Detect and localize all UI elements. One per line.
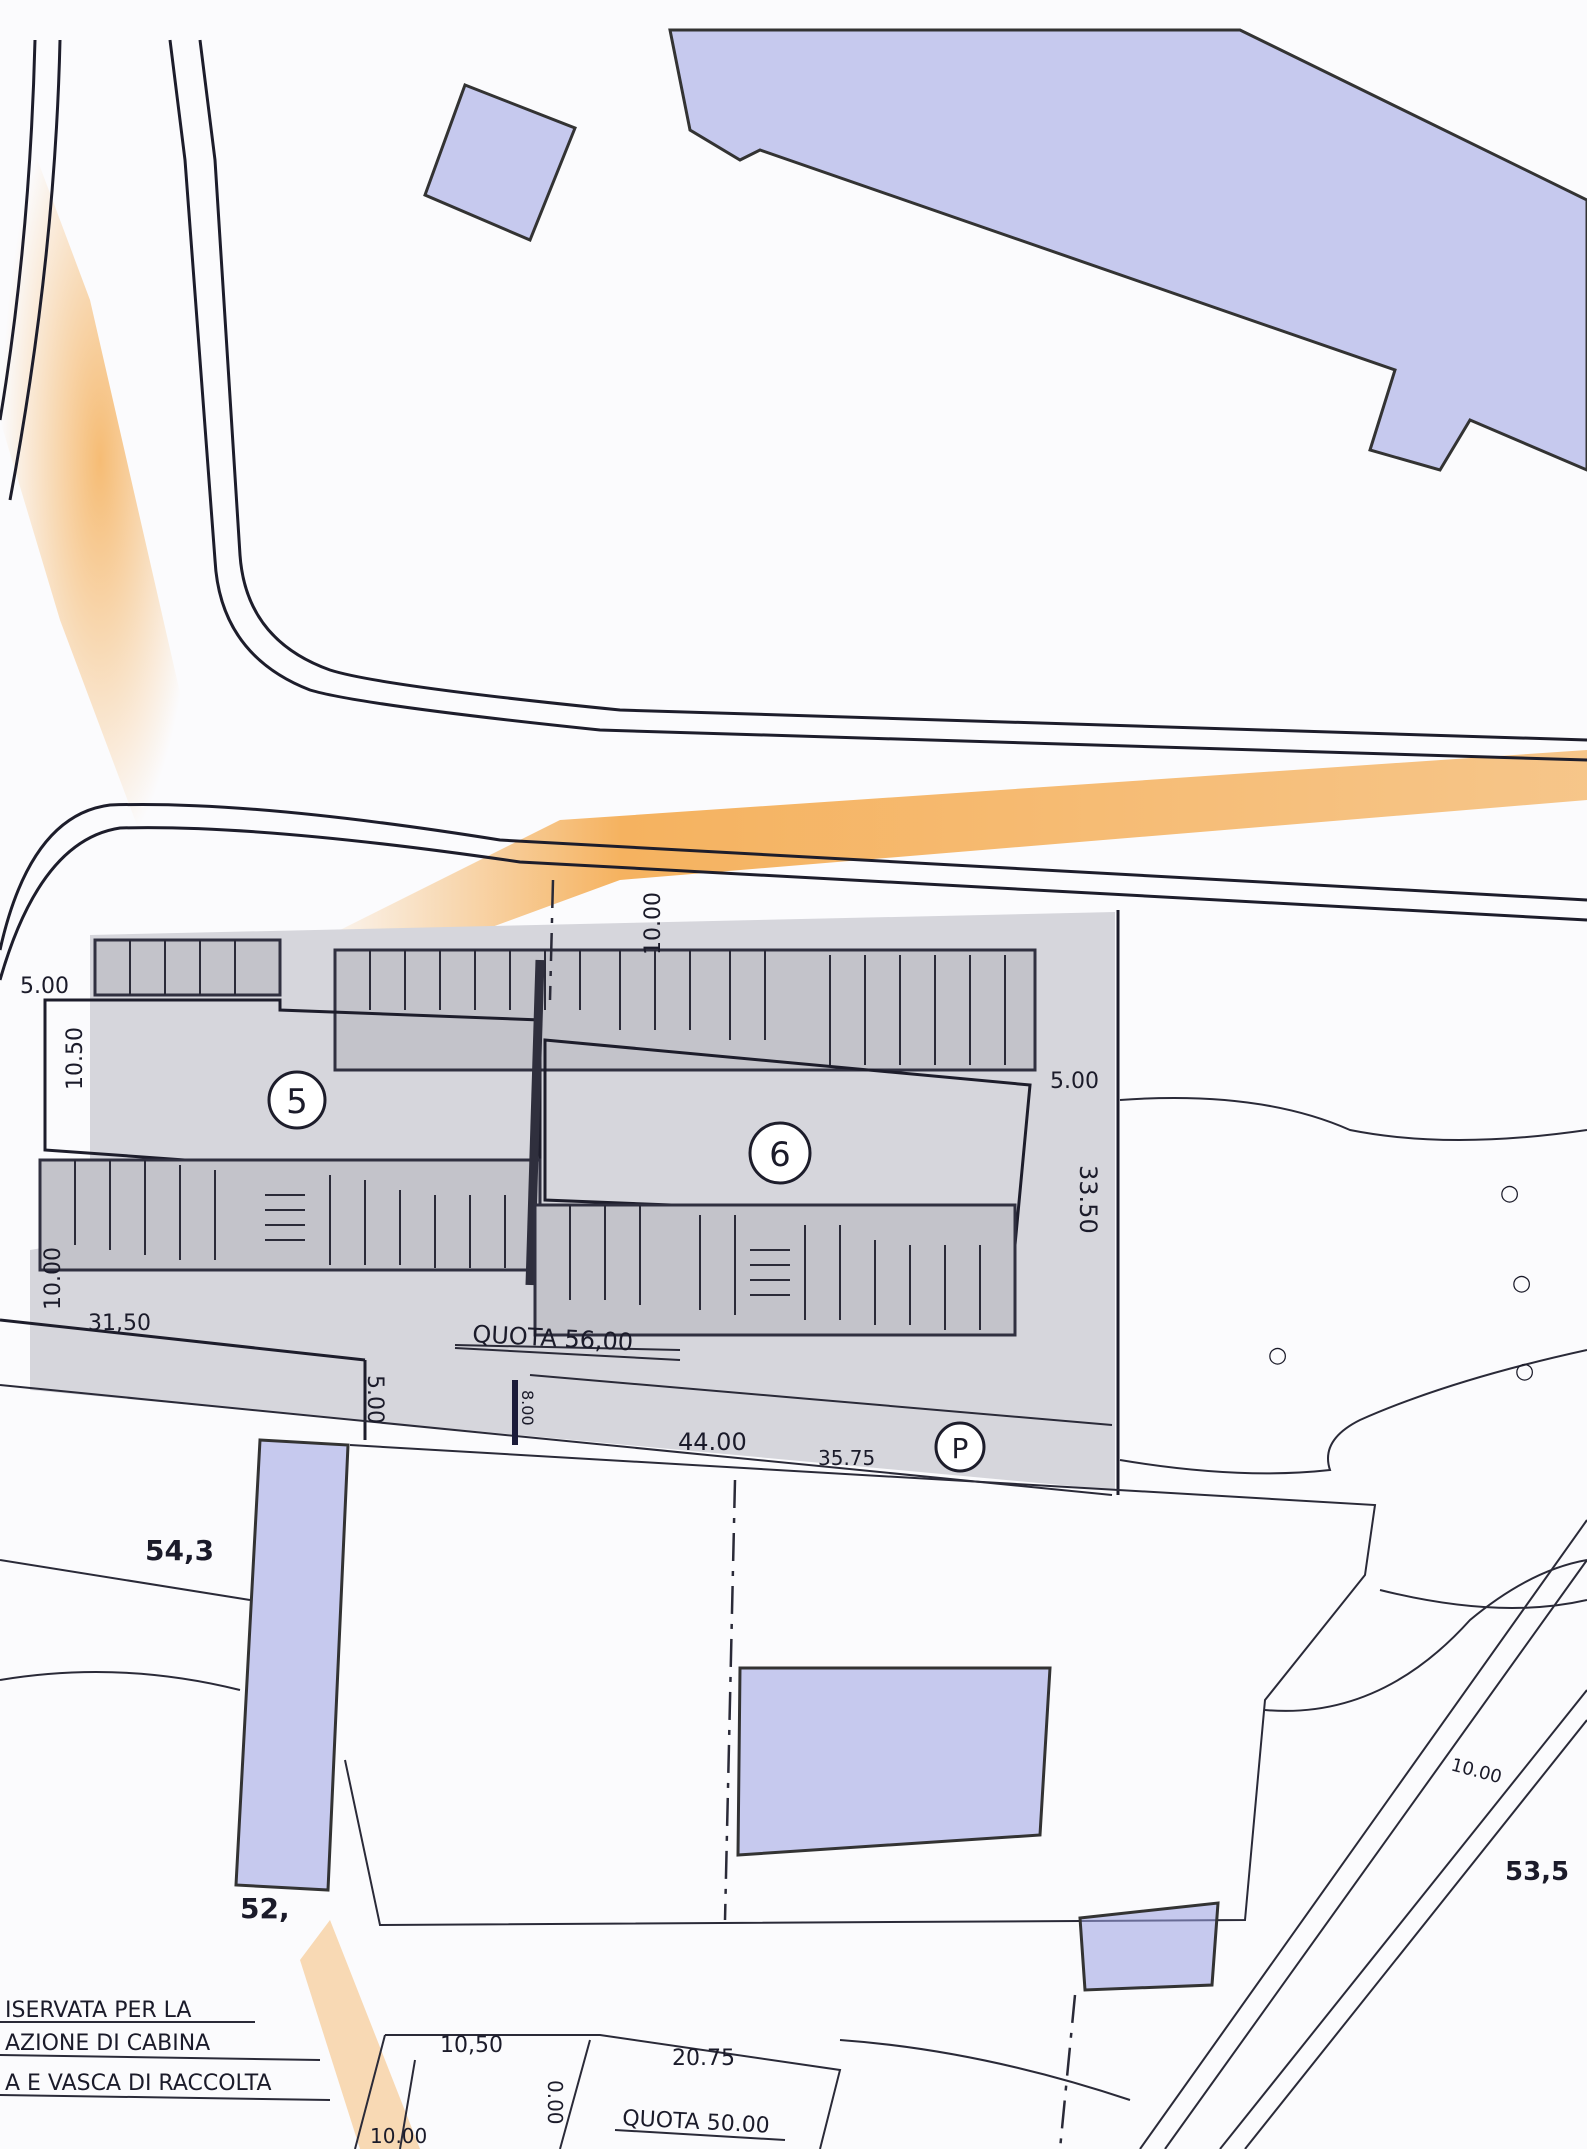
reserved-area-note: ISERVATA PER LA AZIONE DI CABINA A E VAS… [0,1998,331,2101]
dim-5-00-mid: 5.00 [362,1375,387,1424]
dim-10-00-top: 10.00 [641,892,666,955]
small-square-building [423,83,577,242]
small-lower-building [1078,1901,1220,1992]
terrain-right: ○ ○ ○ ○ [1119,1097,1587,1475]
paper-stains [0,60,1587,2149]
dim-5-00-right: 5.00 [1050,1069,1099,1094]
spot-height-52: 52, [240,1892,290,1925]
bottom-plot [354,2034,1131,2149]
svg-text:○: ○ [1512,1271,1531,1296]
dim-10-00-rail: 10.00 [1449,1755,1504,1789]
lower-column-building [0,1438,350,1892]
lower-road [0,802,1587,981]
dim-0-00: 0.00 [543,2080,567,2125]
dim-31-50: 31,50 [88,1311,151,1336]
dim-35-75: 35.75 [818,1446,875,1470]
spot-height-53-5: 53,5 [1505,1857,1569,1887]
parking-symbol: P [934,1421,986,1473]
note-line-2: AZIONE DI CABINA [5,2031,210,2056]
dim-10-50-vertical: 10.50 [63,1027,88,1090]
dim-44-00: 44.00 [678,1428,747,1456]
dimension-labels: 5.00 10.50 10.00 5.00 33.50 10.00 31,50 … [20,892,1504,2148]
dim-33-50: 33.50 [1074,1165,1102,1234]
note-line-3: A E VASCA DI RACCOLTA [5,2071,272,2096]
block-divider-wall [525,959,545,1286]
block-6-marker [748,1121,812,1185]
building-block-5: 5 [38,998,542,1272]
svg-text:○: ○ [1268,1343,1287,1368]
axis-line-top [548,879,555,1001]
building-block-6: 6 [533,1038,1032,1337]
svg-text:○: ○ [1515,1359,1534,1384]
svg-text:○: ○ [1500,1181,1519,1206]
note-line-1: ISERVATA PER LA [5,1998,191,2023]
spot-height-54-3: 54,3 [145,1534,214,1567]
block-5-label: 5 [286,1082,308,1122]
central-building [736,1666,1052,1857]
upper-buildings [423,28,1587,472]
elevation-quotas: QUOTA 56,00 QUOTA 50.00 [454,1320,786,2141]
long-building [668,28,1587,472]
spot-heights: 54,3 52, 53,5 [145,1534,1569,1925]
parking-symbol-label: P [952,1432,969,1465]
upper-road [0,39,1587,762]
block-6-label: 6 [769,1135,791,1175]
dim-5-00-left: 5.00 [20,974,69,999]
parking-stalls-top [93,938,1037,1072]
dim-8-00: 8.00 [518,1390,537,1426]
dim-10-00-bottom: 10.00 [370,2124,427,2148]
block-5-marker [267,1070,327,1130]
dim-20-75: 20.75 [672,2046,735,2071]
dim-10-50-bottom: 10,50 [440,2033,503,2058]
dim-10-00-left: 10.00 [41,1247,66,1310]
diagonal-road [1139,1519,1587,2149]
central-plot [344,1444,1377,2149]
